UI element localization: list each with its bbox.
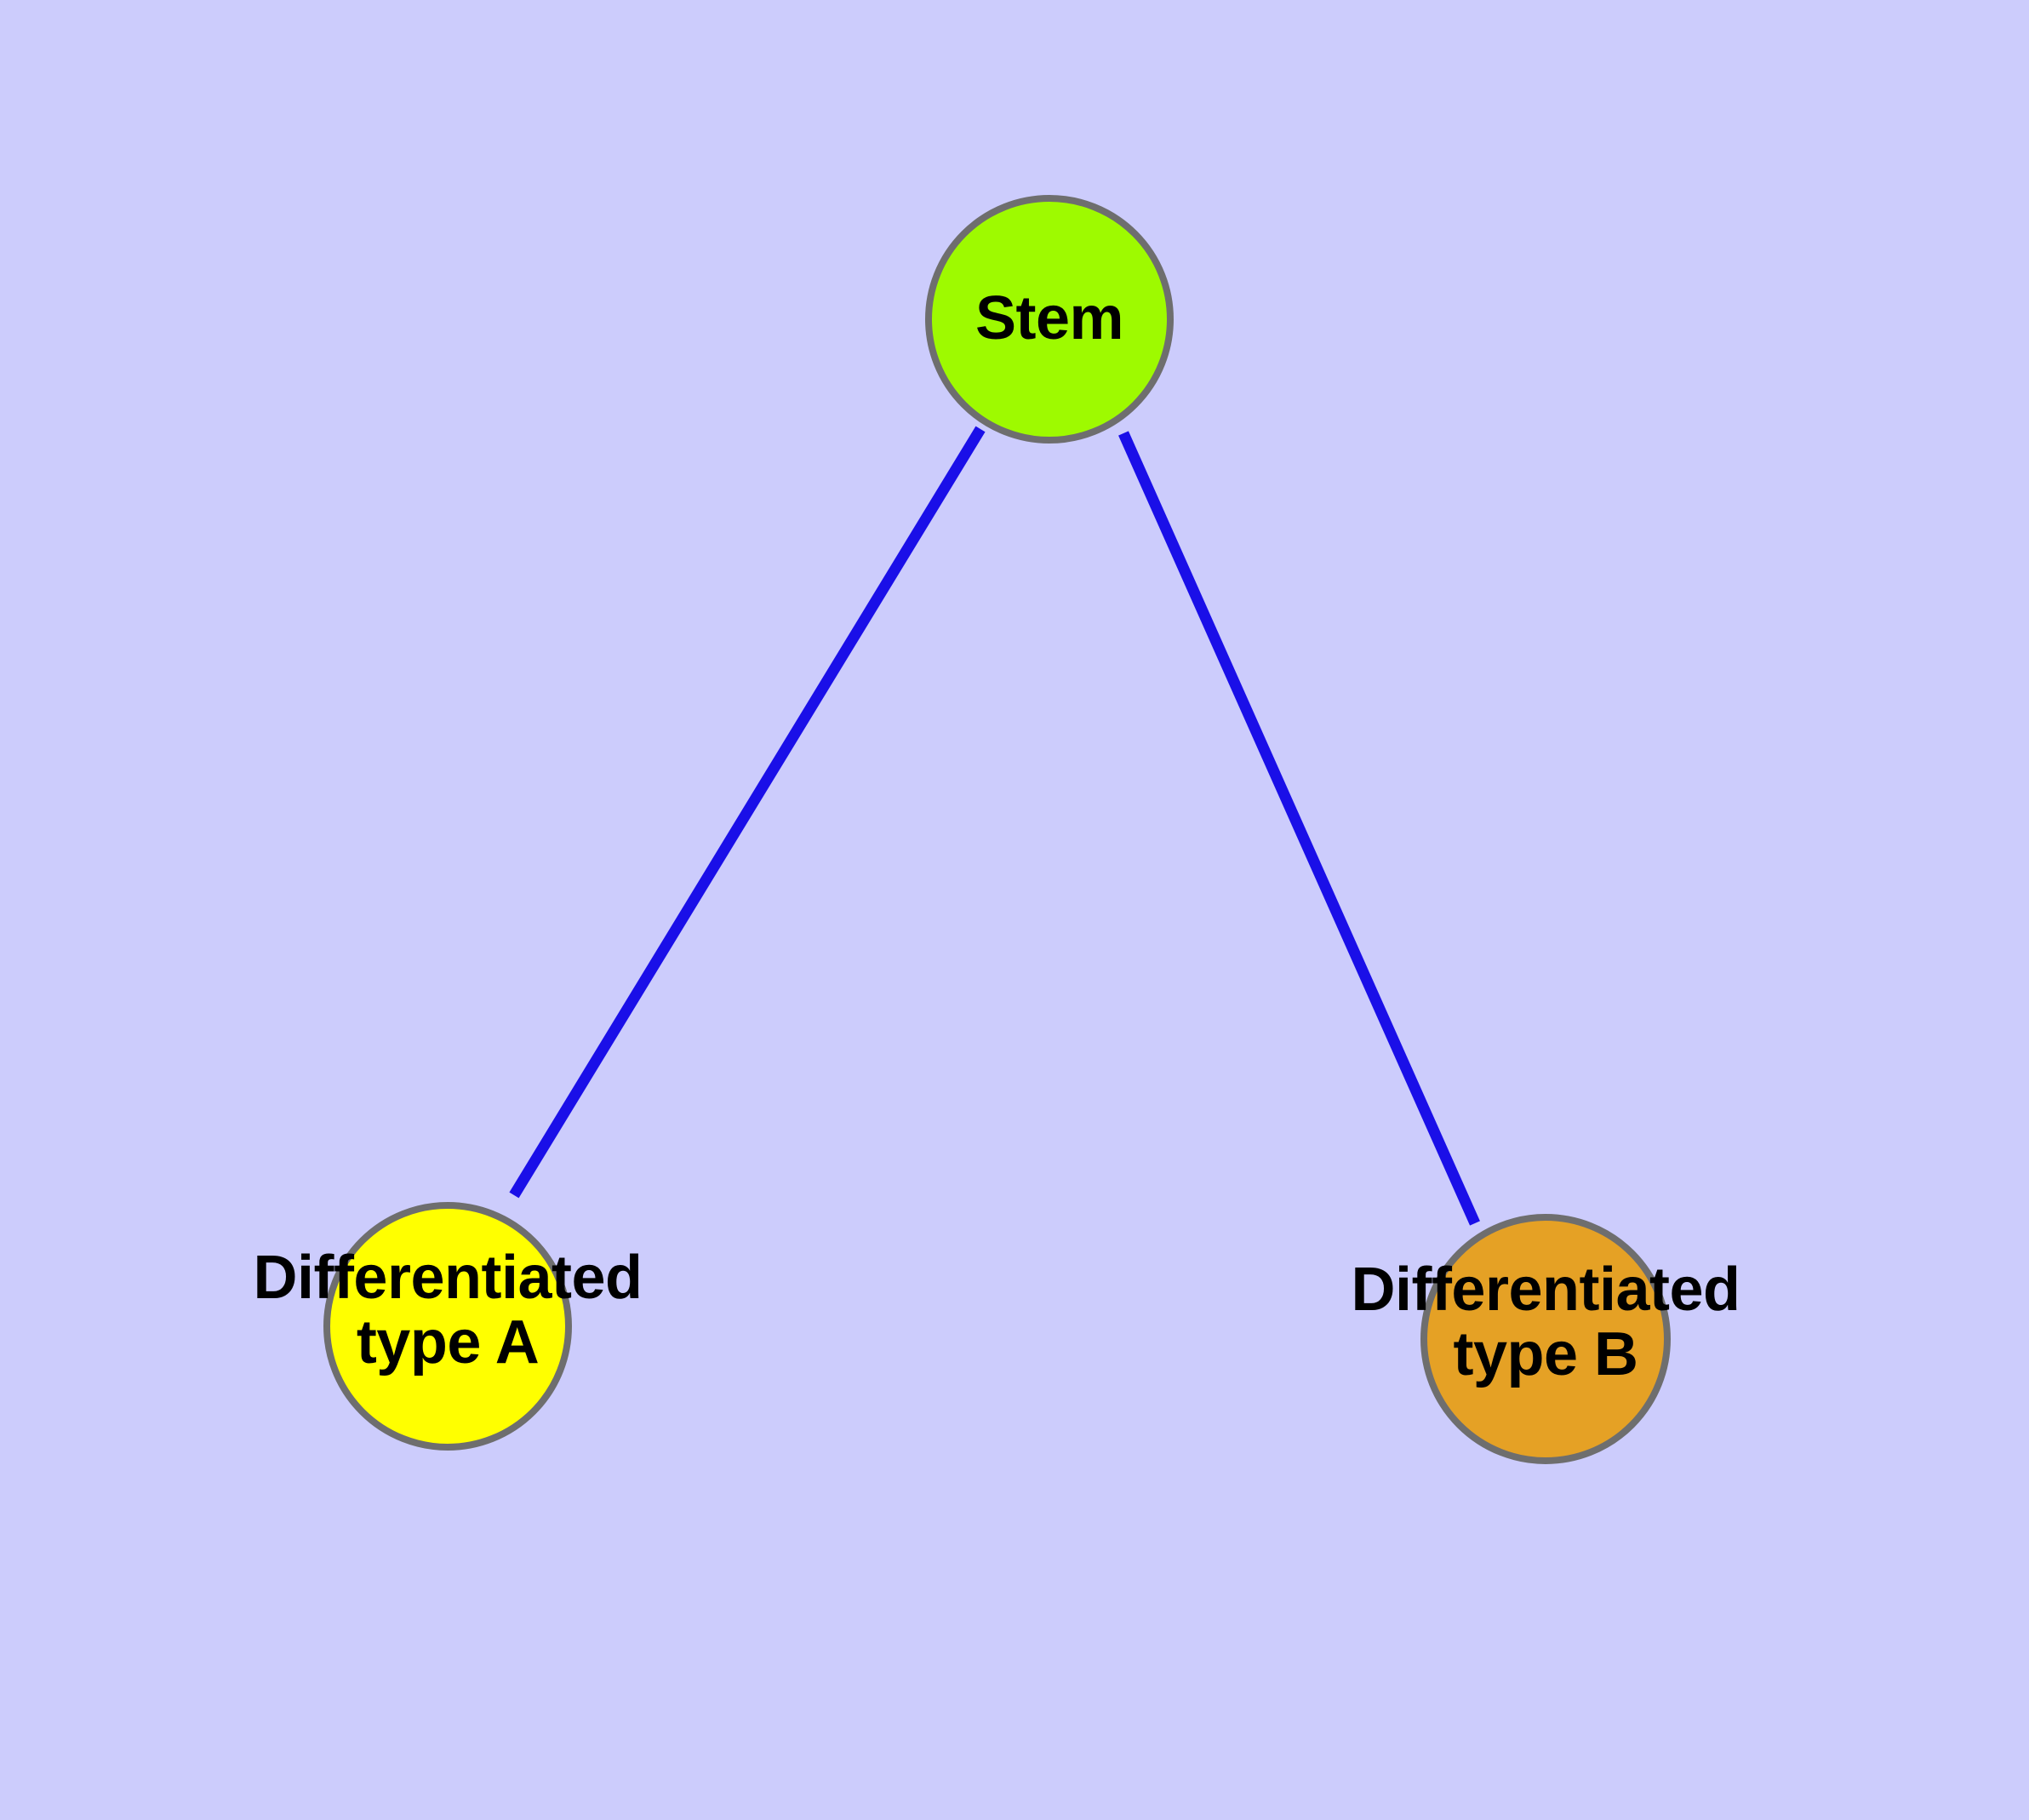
node-stem[interactable] xyxy=(925,195,1174,444)
node-differentiated-type-a[interactable] xyxy=(323,1202,572,1451)
node-differentiated-type-b[interactable] xyxy=(1420,1214,1671,1464)
edge-stem-to-diff-b[interactable] xyxy=(1118,431,1480,1226)
edge-stem-to-diff-a[interactable] xyxy=(509,426,986,1199)
